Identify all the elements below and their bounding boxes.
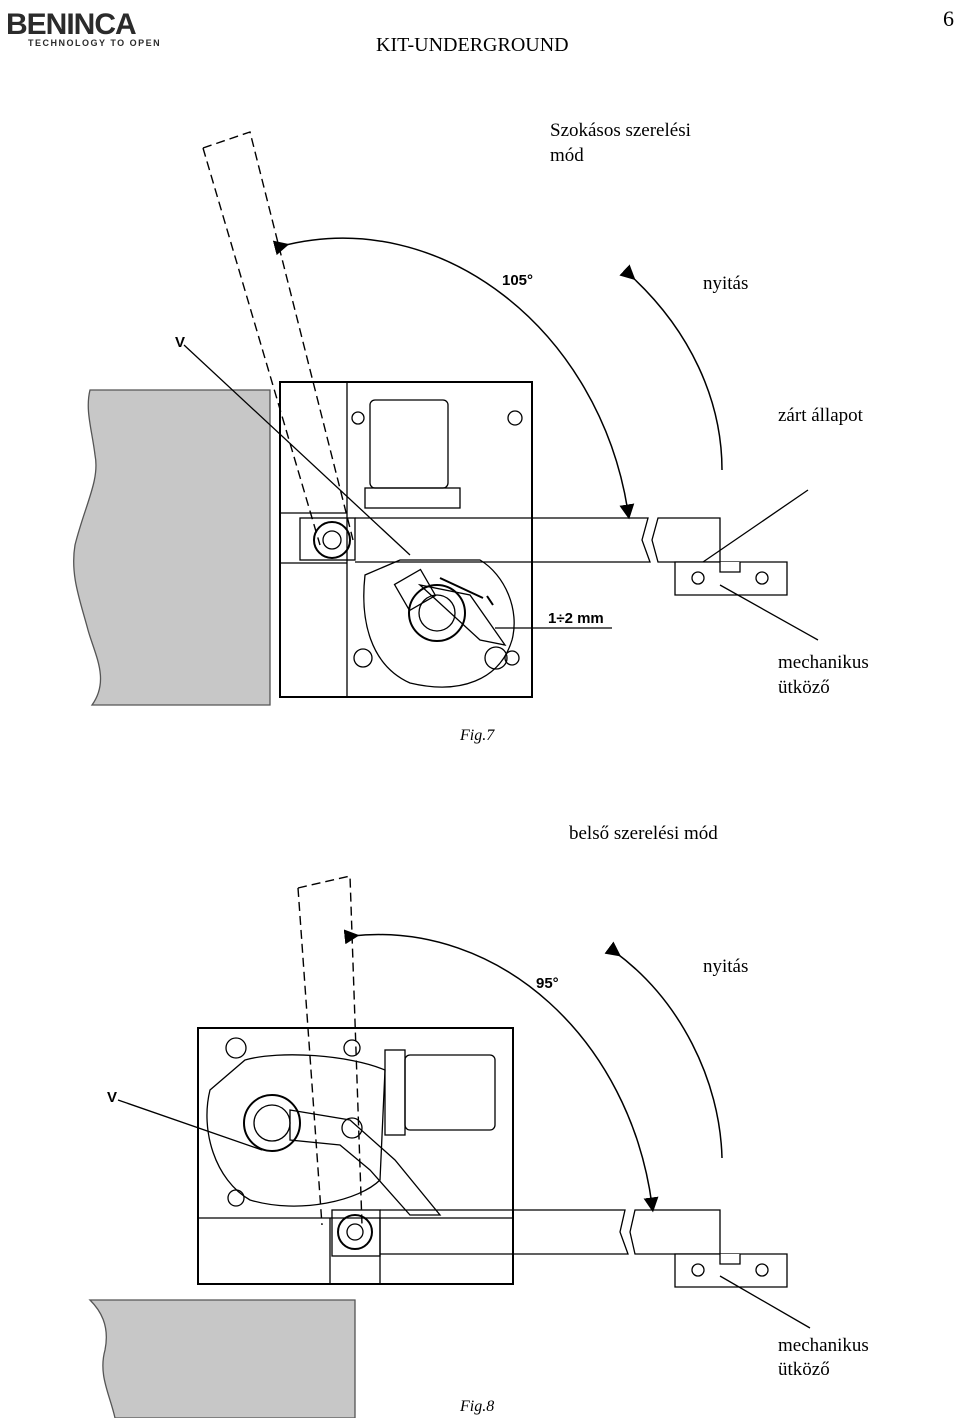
pivot-fig7 bbox=[313, 521, 351, 559]
leaf-bar-fig8 bbox=[380, 1209, 629, 1255]
fig7-caption: Fig.7 bbox=[460, 727, 495, 744]
gear-body-fig8 bbox=[206, 1054, 386, 1207]
open-leaf-dashed-fig8 bbox=[297, 875, 363, 1226]
mechanical-stop-fig8 bbox=[674, 1253, 788, 1288]
document-title: KIT-UNDERGROUND bbox=[376, 34, 569, 56]
figure-8-drawing bbox=[88, 875, 811, 1418]
gear-body-fig7 bbox=[363, 559, 515, 688]
beninca-logo: BENINCA TECHNOLOGY TO OPEN bbox=[6, 8, 166, 52]
motor-fig7 bbox=[369, 399, 449, 489]
logo-text: BENINCA bbox=[6, 8, 137, 41]
motor-fig8 bbox=[404, 1054, 496, 1131]
mechanical-stop-fig7 bbox=[674, 561, 788, 596]
fig8-heading: belső szerelési mód bbox=[569, 823, 718, 844]
fig8-opening-label: nyitás bbox=[703, 956, 749, 977]
fig8-v-label: V bbox=[107, 1089, 118, 1106]
fig7-v-label: V bbox=[175, 334, 186, 351]
fig7-stop-label-line2: ütköző bbox=[778, 677, 830, 698]
leaf-bar-fig7 bbox=[355, 517, 651, 563]
fig8-angle-label: 95° bbox=[536, 975, 559, 992]
arc-opening-fig7 bbox=[619, 264, 723, 471]
fig8-caption: Fig.8 bbox=[460, 1398, 495, 1415]
fig8-stop-label-line1: mechanikus bbox=[778, 1335, 869, 1356]
arc-105-fig7 bbox=[272, 237, 635, 520]
pivot-fig8 bbox=[337, 1214, 373, 1250]
arc-opening-fig8 bbox=[604, 941, 723, 1159]
fig7-gap-label: 1÷2 mm bbox=[548, 610, 604, 627]
fig8-stop-label-line2: ütköző bbox=[778, 1359, 830, 1380]
fig7-opening-label: nyitás bbox=[703, 273, 749, 294]
fig7-stop-label-line1: mechanikus bbox=[778, 652, 869, 673]
gearbox-housing-fig8 bbox=[197, 1027, 514, 1285]
arc-95-fig8 bbox=[343, 929, 659, 1213]
fig7-heading-line1: Szokásos szerelési bbox=[550, 120, 691, 141]
wall-fig7 bbox=[73, 389, 271, 706]
fig7-closed-state-label: zárt állapot bbox=[778, 405, 863, 426]
logo-tagline: TECHNOLOGY TO OPEN bbox=[28, 38, 162, 48]
wall-fig8 bbox=[88, 1299, 356, 1418]
page-number: 6 bbox=[943, 6, 954, 31]
fig7-angle-label: 105° bbox=[502, 272, 534, 289]
figure-7-drawing bbox=[73, 131, 819, 706]
fig7-heading-line2: mód bbox=[550, 145, 584, 166]
